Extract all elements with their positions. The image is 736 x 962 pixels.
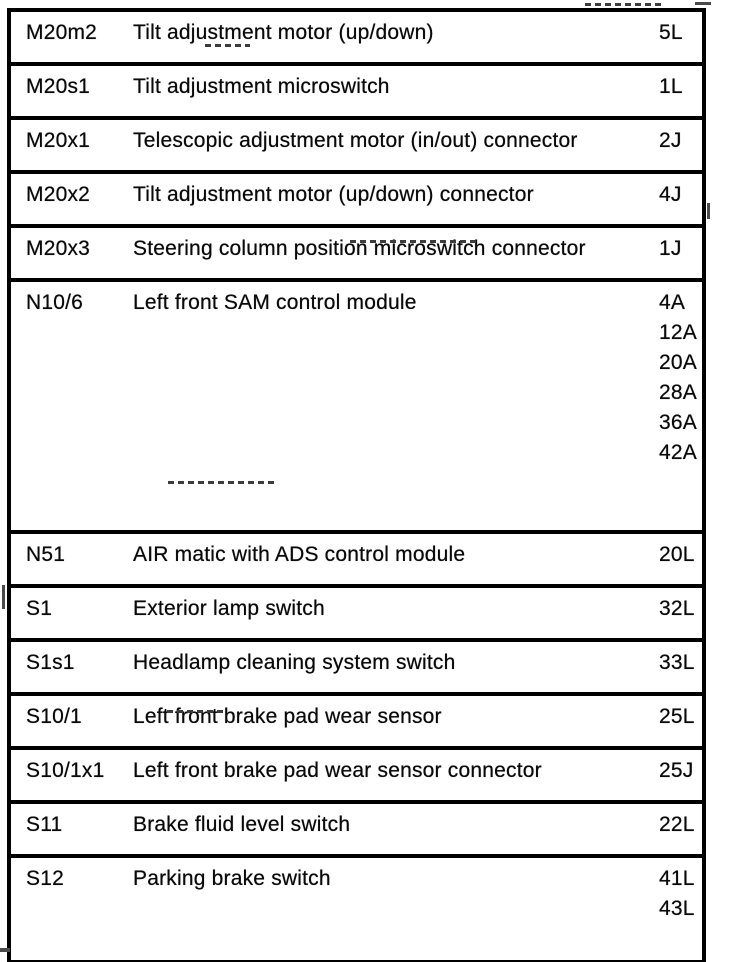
location-code: 42A (659, 441, 697, 464)
component-location-cell: 1L (659, 72, 702, 102)
location-code: 2J (659, 129, 682, 152)
table-row: S1s1 Headlamp cleaning system switch 33L (11, 642, 702, 696)
component-description: AIR matic with ADS control module (133, 543, 466, 566)
location-code: 32L (659, 597, 695, 620)
location-code: 36A (659, 411, 697, 434)
component-description: Tilt adjustment microswitch (133, 75, 390, 98)
component-location-cell: 33L (659, 648, 702, 678)
component-location-cell: 22L (659, 810, 702, 840)
component-code: N10/6 (26, 291, 84, 314)
location-code: 33L (659, 651, 695, 674)
location-code: 12A (659, 321, 697, 344)
table-row: M20s1 Tilt adjustment microswitch 1L (11, 66, 702, 120)
component-description: Left front SAM control module (133, 291, 417, 314)
component-code: M20s1 (26, 75, 91, 98)
scan-artifact (167, 710, 225, 713)
component-code: M20x1 (26, 129, 91, 152)
component-code: M20m2 (26, 21, 98, 44)
scan-artifact (350, 240, 480, 243)
component-location-cell: 32L (659, 594, 702, 624)
location-code: 25J (659, 759, 694, 782)
component-description: Headlamp cleaning system switch (133, 651, 456, 674)
table-row: M20m2 Tilt adjustment motor (up/down) 5L (11, 12, 702, 66)
component-location-cell: 5L (659, 18, 702, 48)
location-code: 25L (659, 705, 695, 728)
location-code: 5L (659, 21, 683, 44)
component-location-cell: 4J (659, 180, 702, 210)
location-code: 22L (659, 813, 695, 836)
table-row: S11 Brake fluid level switch 22L (11, 804, 702, 858)
location-code: 43L (659, 897, 695, 920)
component-description: Telescopic adjustment motor (in/out) con… (133, 129, 578, 152)
component-description: Steering column position microswitch con… (133, 237, 586, 260)
scan-artifact (205, 44, 250, 47)
component-description: Left front brake pad wear sensor connect… (133, 759, 542, 782)
table-row: N51 AIR matic with ADS control module 20L (11, 534, 702, 588)
location-code: 20A (659, 351, 697, 374)
component-description: Tilt adjustment motor (up/down) connecto… (133, 183, 534, 206)
scan-artifact (695, 2, 711, 5)
component-location-cell: 25L (659, 702, 702, 732)
scan-artifact (707, 203, 710, 219)
component-description: Brake fluid level switch (133, 813, 351, 836)
location-code: 41L (659, 867, 695, 890)
table-row: M20x2 Tilt adjustment motor (up/down) con… (11, 174, 702, 228)
table-row: S10/1 Left front brake pad wear sensor 25L (11, 696, 702, 750)
table-row: M20x1 Telescopic adjustment motor (in/out… (11, 120, 702, 174)
component-location-cell: 20L (659, 540, 702, 570)
location-code: 4A (659, 291, 686, 314)
scan-artifact (585, 3, 663, 6)
scan-artifact (2, 585, 5, 609)
component-code: M20x2 (26, 183, 91, 206)
component-description: Tilt adjustment motor (up/down) (133, 21, 434, 44)
component-description: Exterior lamp switch (133, 597, 325, 620)
scan-artifact (168, 481, 278, 484)
location-code: 1L (659, 75, 683, 98)
location-code: 4J (659, 183, 682, 206)
component-code: S1s1 (26, 651, 75, 674)
component-code: S12 (26, 867, 64, 890)
scan-artifact (0, 948, 10, 952)
component-code: S10/1x1 (26, 759, 105, 782)
component-code: S1 (26, 597, 53, 620)
location-code: 20L (659, 543, 695, 566)
component-code: N51 (26, 543, 66, 566)
component-location-cell: 1J (659, 234, 702, 264)
component-location-cell: 2J (659, 126, 702, 156)
table-row: M20x3 Steering column position microswitc… (11, 228, 702, 282)
location-code: 28A (659, 381, 697, 404)
component-location-cell: 25J (659, 756, 702, 786)
component-location-cell: 4A 12A 20A 28A 36A 42A (659, 288, 702, 468)
component-description: Parking brake switch (133, 867, 331, 890)
table-row: S10/1x1 Left front brake pad wear sensor … (11, 750, 702, 804)
component-code: S10/1 (26, 705, 82, 728)
component-description: Left front brake pad wear sensor (133, 705, 442, 728)
table-row: N10/6 Left front SAM control module 4A 12A 2… (11, 282, 702, 534)
location-code: 1J (659, 237, 682, 260)
component-code: M20x3 (26, 237, 91, 260)
table-row: S1 Exterior lamp switch 32L (11, 588, 702, 642)
component-code: S11 (26, 813, 63, 836)
